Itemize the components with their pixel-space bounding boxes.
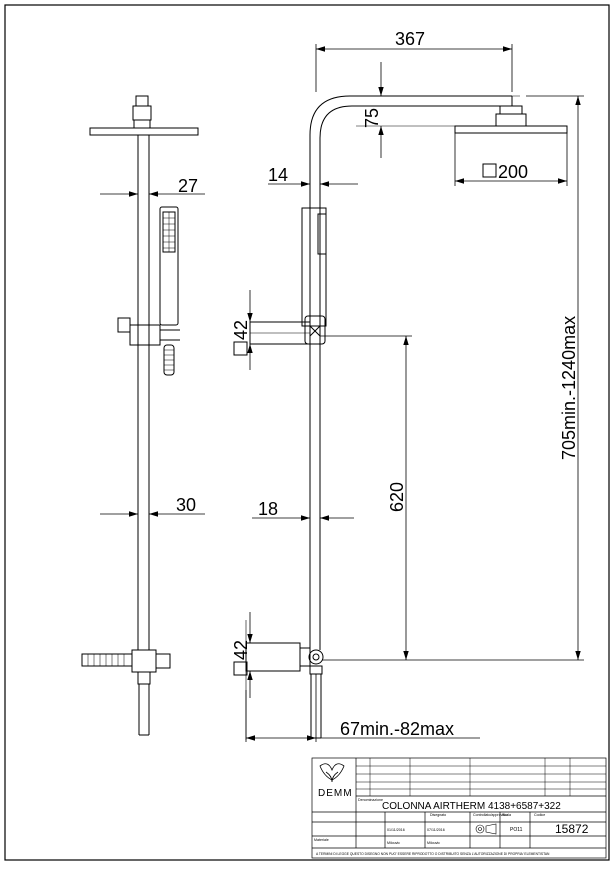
materiale-label: Materiale — [314, 838, 329, 842]
name-2: Milouvic — [427, 841, 440, 845]
footer-note: A TERMINI DI LEGGE QUESTO DISEGNO NON PU… — [316, 852, 550, 856]
side-view — [245, 95, 568, 740]
side-hand-shower — [301, 207, 327, 327]
drawn-label: Disegnato — [430, 813, 446, 817]
side-wall-mixer — [245, 642, 301, 672]
dim-height-620: 620 — [387, 482, 407, 512]
front-mixer-outlet — [155, 653, 171, 669]
projection-symbol — [475, 823, 497, 835]
dim-width-367: 367 — [395, 29, 425, 49]
front-view — [81, 95, 199, 736]
dim-height-range: 705min.-1240max — [559, 316, 579, 460]
front-head-nut — [132, 105, 152, 121]
dim-pipe-18: 18 — [258, 499, 278, 519]
side-head-nut — [495, 113, 527, 127]
side-mixer-knob-center — [312, 653, 320, 661]
dim-head-200: 200 — [498, 162, 528, 182]
side-shower-head — [454, 125, 568, 134]
sheet-border — [4, 4, 610, 861]
dim-height-75: 75 — [362, 108, 382, 128]
codice-label: Codice — [534, 813, 545, 817]
dim-pipe-30: 30 — [176, 495, 196, 515]
side-hand-shower-spray — [317, 213, 327, 255]
side-mixer-neck — [299, 647, 311, 667]
front-mixer-body — [131, 649, 157, 673]
front-head-joint — [133, 119, 151, 129]
side-mixer-union — [309, 665, 323, 675]
front-hand-holder — [129, 324, 161, 346]
front-top-connector — [135, 95, 149, 107]
revision-value: PO11 — [510, 827, 523, 833]
product-name: COLONNA AIRTHERM 4138+6587+322 — [382, 801, 561, 812]
side-view-dimensions — [245, 44, 584, 742]
dim-wall-42-top: 42 — [231, 320, 251, 340]
front-mixer-handle — [81, 653, 133, 667]
brand-logo — [319, 763, 345, 783]
front-view-dimensions — [100, 191, 205, 517]
square-symbol-upper — [233, 341, 248, 356]
date-1: 01/11/2016 — [387, 828, 405, 832]
name-1: Milouvic — [387, 841, 400, 845]
square-symbol-lower — [233, 661, 248, 676]
side-head-connector — [499, 105, 523, 115]
checked-label: Controllato/approvato — [473, 813, 507, 817]
front-hand-shower — [159, 206, 179, 326]
square-symbol-head — [482, 163, 497, 178]
title-block — [311, 757, 607, 859]
dim-pipe-14: 14 — [268, 165, 288, 185]
dim-projection-range: 67min.-82max — [340, 719, 454, 739]
side-mixer-knob — [308, 649, 324, 665]
scale-label: Scala — [502, 813, 511, 817]
front-holder-knob — [117, 317, 131, 333]
brand-name: DEMM — [318, 788, 353, 799]
date-2: 07/11/2016 — [427, 828, 445, 832]
front-mixer-union — [137, 671, 151, 685]
dim-wall-42-bottom: 42 — [231, 640, 251, 660]
front-shower-head — [89, 127, 199, 136]
denominazione-label: Denominazione — [358, 798, 383, 802]
dim-pipe-27: 27 — [178, 176, 198, 196]
product-code: 15872 — [555, 822, 589, 836]
side-holder — [304, 315, 326, 345]
